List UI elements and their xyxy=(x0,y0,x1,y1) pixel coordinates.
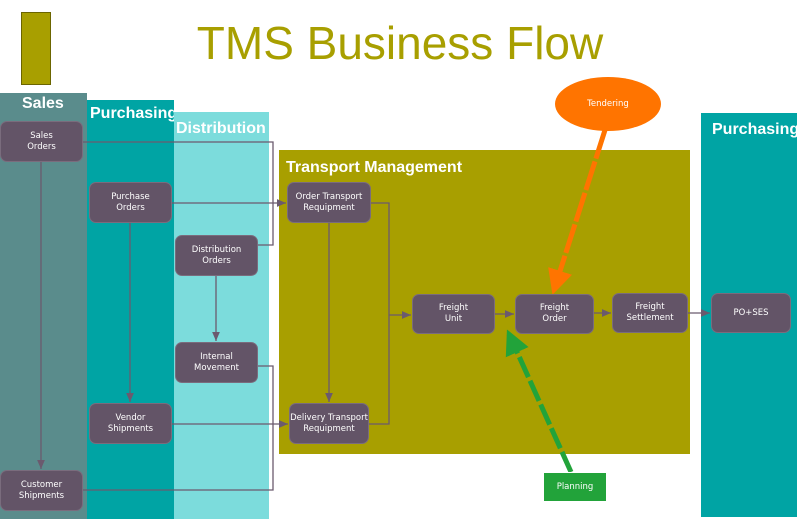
page-title: TMS Business Flow xyxy=(196,17,604,69)
node-vendor-shipments[interactable]: Vendor Shipments xyxy=(89,403,172,444)
node-sales-orders[interactable]: Sales Orders xyxy=(0,121,83,162)
node-delivery-transport-requipment[interactable]: Delivery Transport Requipment xyxy=(289,403,369,444)
node-customer-shipments[interactable]: Customer Shipments xyxy=(0,470,83,511)
lane-title-transport: Transport Management xyxy=(286,159,463,176)
edge-customer-delivery xyxy=(83,424,274,491)
node-purchase-orders[interactable]: Purchase Orders xyxy=(89,182,172,223)
lane-title-purchasing-right: Purchasing xyxy=(712,121,800,138)
node-tendering[interactable]: Tendering xyxy=(555,77,661,131)
node-planning[interactable]: Planning xyxy=(543,472,607,502)
node-order-transport-requipment[interactable]: Order Transport Requipment xyxy=(287,182,371,223)
edge-internal-delivery xyxy=(258,365,274,424)
legend-swatch xyxy=(21,12,51,85)
edge-ordertransport-merge xyxy=(369,202,390,425)
lane-title-purchasing: Purchasing xyxy=(90,105,178,122)
node-po-ses[interactable]: PO+SES xyxy=(711,293,791,333)
edge-sales-distribution xyxy=(83,141,274,246)
edge-planning-freightorder xyxy=(505,329,574,474)
edge-tendering-freightorder xyxy=(548,129,608,295)
lane-title-distribution: Distribution xyxy=(176,120,266,137)
node-freight-order[interactable]: Freight Order xyxy=(515,294,594,334)
lane-distribution: Distribution xyxy=(174,112,269,519)
node-internal-movement[interactable]: Internal Movement xyxy=(175,342,258,383)
node-freight-settlement[interactable]: Freight Settlement xyxy=(612,293,688,333)
node-distribution-orders[interactable]: Distribution Orders xyxy=(175,235,258,276)
lane-title-sales: Sales xyxy=(22,95,64,112)
node-freight-unit[interactable]: Freight Unit xyxy=(412,294,495,334)
lane-sales: Sales xyxy=(0,93,87,519)
